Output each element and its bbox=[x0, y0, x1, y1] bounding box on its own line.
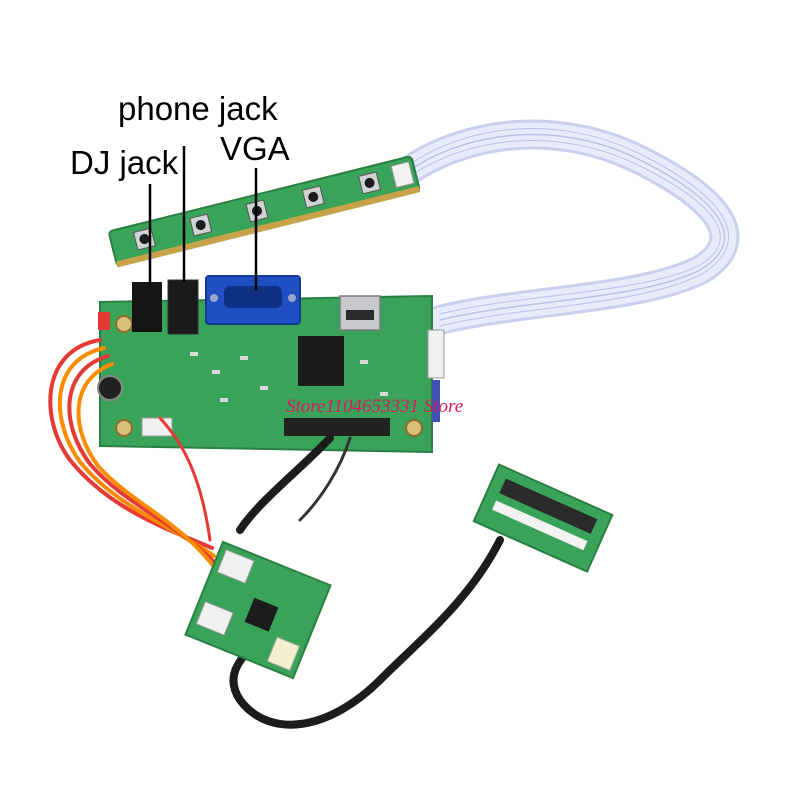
dj-jack-port bbox=[132, 282, 162, 332]
main-chip bbox=[298, 336, 344, 386]
vga-port bbox=[205, 275, 301, 325]
vga-label: VGA bbox=[220, 130, 290, 167]
backlight-wires bbox=[48, 338, 220, 574]
inverter-board bbox=[184, 540, 332, 680]
phone-jack-port bbox=[167, 279, 199, 335]
hdmi-port bbox=[339, 295, 381, 331]
store-watermark: Store1104653331 Store bbox=[286, 396, 464, 417]
button-board bbox=[108, 155, 421, 268]
phone-jack-label: phone jack bbox=[118, 90, 278, 127]
lvds-cable bbox=[229, 434, 504, 729]
dj-jack-label: DJ jack bbox=[70, 144, 179, 181]
ribbon-cable bbox=[395, 119, 740, 335]
main-board bbox=[97, 275, 445, 454]
lvds-adapter-board bbox=[472, 463, 614, 573]
